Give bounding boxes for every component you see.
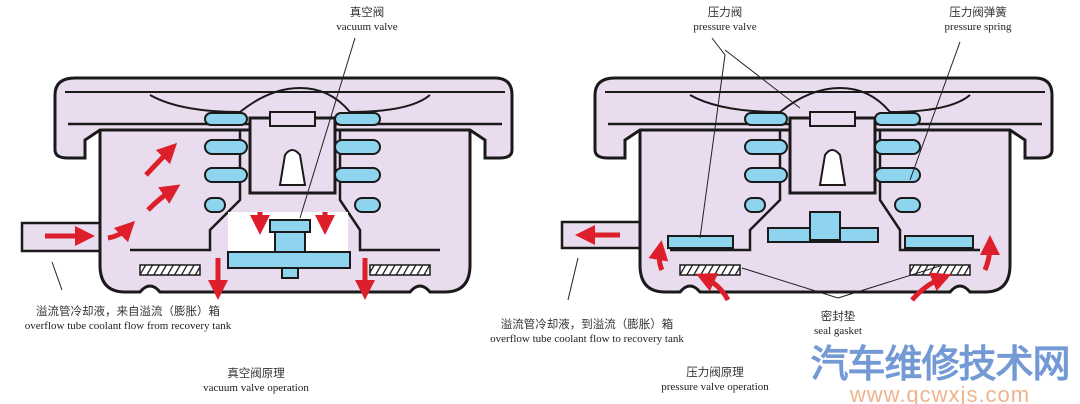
tube-to-tank-label-zh: 溢流管冷却液，到溢流（膨胀）箱 (500, 319, 674, 331)
tube-from-tank-label-zh: 溢流管冷却液，来自溢流（膨胀）箱 (35, 306, 220, 318)
tube-leader (51, 261, 63, 291)
vacuum-valve-label-zh: 真空阀 (349, 7, 385, 19)
pressure-caption: 压力阀原理 pressure valve operation (661, 366, 769, 394)
tube-to-tank-label: 溢流管冷却液，到溢流（膨胀）箱 overflow tube coolant fl… (490, 318, 684, 346)
flow-arrows (575, 225, 1000, 302)
pressure-spring-label-en: pressure spring (944, 21, 1012, 33)
watermark-name: 汽车维修技术网 (810, 342, 1070, 386)
seal-gasket-label-en: seal gasket (814, 325, 862, 337)
seal-gasket-label: 密封垫 seal gasket (814, 310, 862, 338)
vacuum-caption: 真空阀原理 vacuum valve operation (203, 367, 309, 395)
pressure-valve-label-zh: 压力阀 (707, 7, 743, 19)
tube-from-tank-label: 溢流管冷却液，来自溢流（膨胀）箱 overflow tube coolant f… (25, 305, 231, 333)
vacuum-caption-zh: 真空阀原理 (227, 368, 285, 380)
pressure-spring-label: 压力阀弹簧 pressure spring (945, 6, 1012, 34)
pressure-caption-en: pressure valve operation (661, 381, 769, 393)
tube-to-tank-label-en: overflow tube coolant flow to recovery t… (490, 333, 684, 345)
vacuum-valve-label: 真空阀 vacuum valve (336, 6, 397, 34)
pressure-caption-zh: 压力阀原理 (686, 367, 744, 379)
vacuum-valve-label-en: vacuum valve (336, 21, 398, 33)
watermark: 汽车维修技术网 www.qcwxjs.com (800, 343, 1080, 404)
seal-gasket-label-zh: 密封垫 (820, 311, 856, 323)
pressure-valve-label: 压力阀 pressure valve (693, 6, 756, 34)
overflow-tube (20, 221, 114, 253)
vacuum-valve-leader (299, 37, 356, 219)
pressure-valve-plates (667, 211, 974, 249)
pressure-valve-label-en: pressure valve (693, 21, 757, 33)
pressure-spring-label-zh: 压力阀弹簧 (949, 7, 1007, 19)
flow-arrows (45, 142, 375, 300)
pressure-valve-cap (560, 37, 1054, 302)
vacuum-valve-cap (20, 37, 514, 300)
vacuum-valve-part (227, 219, 351, 279)
tube-from-tank-label-en: overflow tube coolant flow from recovery… (24, 320, 232, 332)
vacuum-caption-en: vacuum valve operation (203, 382, 309, 394)
watermark-url: www.qcwxjs.com (849, 382, 1031, 404)
leader-lines (567, 37, 961, 301)
